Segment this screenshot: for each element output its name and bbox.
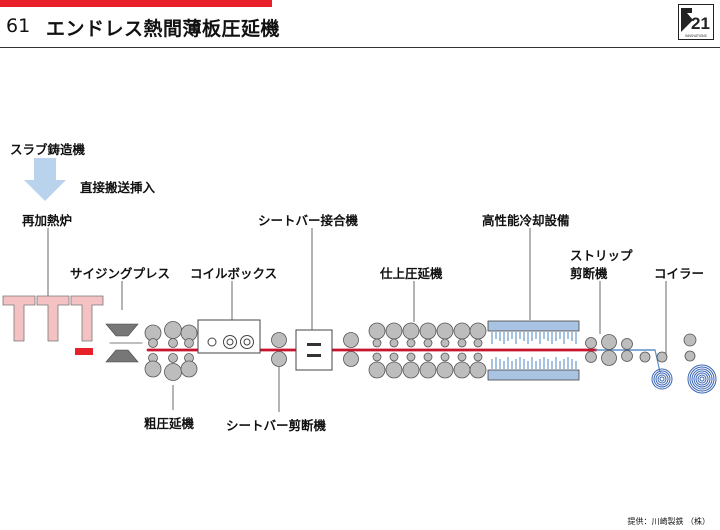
pinch-rolls <box>343 332 359 367</box>
label-sheet-bar-welder: シートバー接合機 <box>258 213 359 228</box>
coil-ring <box>651 368 673 390</box>
coil-ring <box>687 364 717 394</box>
coil-box-coils <box>207 335 254 349</box>
coil-ring <box>653 370 671 388</box>
welder-upper-electrode <box>307 343 321 346</box>
label-roughing-mill: 粗圧延機 <box>144 416 195 431</box>
coil-ring <box>695 372 709 386</box>
coil-ring <box>657 374 667 384</box>
header-divider <box>0 47 720 48</box>
finishing-mill <box>368 322 487 379</box>
sheet-bar-shear <box>271 332 287 367</box>
header-accent-bar <box>0 0 272 7</box>
coil-ring <box>691 368 713 390</box>
label-strip-shear-2: 剪断機 <box>570 266 608 281</box>
label-sizing-press: サイジングプレス <box>70 266 171 281</box>
label-direct-charge: 直接搬送挿入 <box>80 180 156 195</box>
coil-ring <box>697 374 707 384</box>
strip-shear <box>585 334 651 366</box>
cooling-panel-bottom <box>487 369 580 381</box>
coil-ring <box>693 370 711 388</box>
label-finishing-mill: 仕上圧延機 <box>380 266 443 281</box>
welder-lower-electrode <box>307 354 321 357</box>
leader-lines <box>47 228 667 412</box>
cooling-panel-top <box>487 320 580 332</box>
coil-ring <box>655 372 669 386</box>
page-number: 61 <box>6 15 31 37</box>
reheat-furnace <box>2 295 104 342</box>
coil-large-icon <box>687 364 717 394</box>
coiler <box>656 333 697 363</box>
logo-subtext: INNOVATIONS <box>685 34 707 38</box>
direct-charge-arrow <box>24 158 66 201</box>
coil-ring <box>699 376 705 382</box>
coil-small-icon <box>651 368 673 390</box>
label-coiler: コイラー <box>654 266 705 281</box>
coil-ring <box>659 376 665 382</box>
roughing-mill <box>144 321 198 381</box>
cooling-sprays <box>491 332 577 369</box>
label-reheat-furnace: 再加熱炉 <box>22 213 73 228</box>
label-coil-box: コイルボックス <box>190 266 278 281</box>
coil-ring <box>689 366 715 392</box>
label-sheet-bar-shear: シートバー剪断機 <box>226 418 327 433</box>
label-slab-caster: スラブ鋳造機 <box>10 142 86 157</box>
label-cooling: 高性能冷却設備 <box>482 213 570 228</box>
logo-text: 21 <box>691 14 710 33</box>
sheet-bar-welder <box>295 329 333 371</box>
slab <box>75 348 93 355</box>
credit-text: 提供：川崎製鉄 （株） <box>627 517 710 526</box>
logo-icon: 21 INNOVATIONS <box>678 4 714 40</box>
label-strip-shear-1: ストリップ <box>570 248 633 263</box>
page-title: エンドレス熱間薄板圧延機 <box>46 18 281 40</box>
sizing-press <box>105 323 139 363</box>
